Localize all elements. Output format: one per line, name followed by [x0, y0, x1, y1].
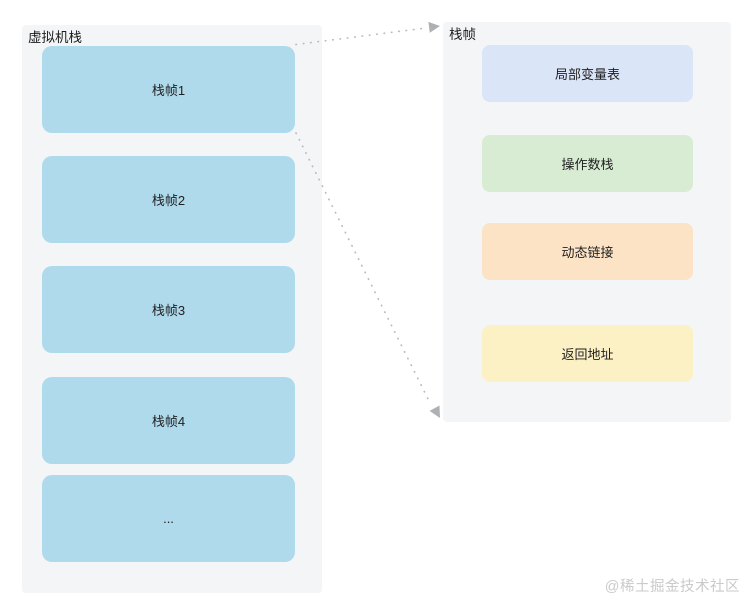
stack-frame-detail-panel-title: 栈帧 [449, 27, 476, 42]
vm-stack-panel-title: 虚拟机栈 [28, 30, 82, 45]
stack-frame-1-label: 栈帧1 [151, 83, 186, 98]
stack-frame-detail-panel: 栈帧 局部变量表 操作数栈 动态链接 返回地址 [443, 22, 731, 422]
vm-stack-panel: 虚拟机栈 栈帧1 栈帧2 栈帧3 栈帧4 ... [22, 25, 322, 593]
stack-frame-3-label: 栈帧3 [151, 303, 186, 318]
stack-frame-2-box: 栈帧2 [42, 156, 295, 243]
operand-stack-box: 操作数栈 [482, 135, 693, 192]
stack-frame-ellipsis-box: ... [42, 475, 295, 562]
operand-stack-label: 操作数栈 [561, 157, 614, 172]
stack-frame-1-box: 栈帧1 [42, 46, 295, 133]
local-variable-table-label: 局部变量表 [554, 67, 620, 82]
stack-frame-3-box: 栈帧3 [42, 266, 295, 353]
return-address-box: 返回地址 [482, 325, 693, 382]
dynamic-link-label: 动态链接 [561, 245, 614, 260]
local-variable-table-box: 局部变量表 [482, 45, 693, 102]
stack-frame-ellipsis-label: ... [163, 511, 174, 526]
stack-frame-2-label: 栈帧2 [151, 193, 186, 208]
dynamic-link-box: 动态链接 [482, 223, 693, 280]
stack-frame-4-box: 栈帧4 [42, 377, 295, 464]
stack-frame-4-label: 栈帧4 [151, 414, 186, 429]
arrow-head-bottom-icon [429, 405, 440, 418]
return-address-label: 返回地址 [561, 347, 614, 362]
watermark: @稀土掘金技术社区 [604, 579, 740, 595]
arrow-head-top-icon [428, 21, 440, 33]
